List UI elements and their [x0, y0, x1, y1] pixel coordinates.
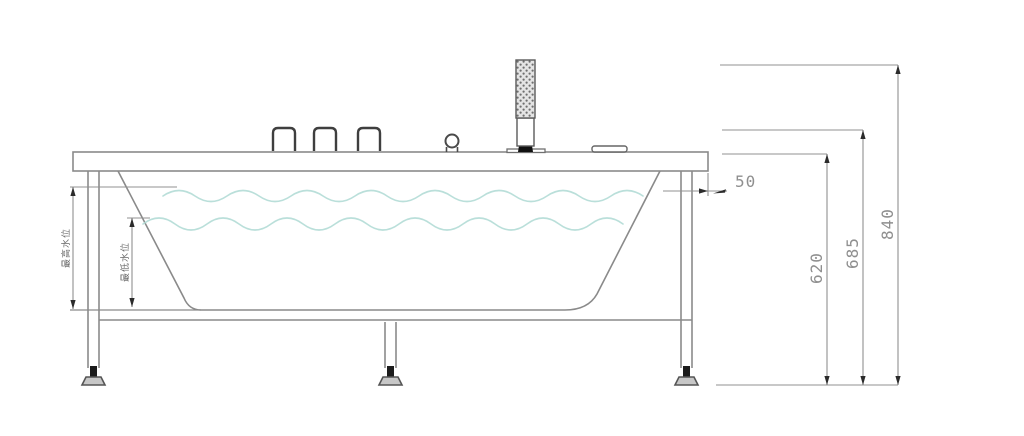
- dimension-lines: [70, 64, 899, 386]
- dim-label-50: 50: [735, 172, 756, 191]
- dimension-arrows: [70, 65, 901, 385]
- left-leg: [87, 171, 100, 368]
- faucet-knob-3: [356, 126, 382, 151]
- faucet-knob-1: [271, 126, 297, 151]
- tub-inner-shell: [117, 170, 661, 311]
- overflow-cover: [591, 145, 628, 153]
- middle-leg: [384, 322, 397, 368]
- left-foot: [80, 366, 107, 386]
- right-leg: [680, 171, 693, 368]
- low-water-level-label: 最低水位: [119, 242, 131, 282]
- dim-label-620: 620: [807, 252, 826, 284]
- hand-shower-handle: [516, 117, 535, 147]
- dim-label-685: 685: [843, 237, 862, 269]
- middle-foot: [377, 366, 404, 386]
- deck-fixtures: [271, 59, 628, 154]
- deck-slab: [72, 151, 709, 172]
- faucet-knob-2: [312, 126, 338, 151]
- round-knob: [444, 133, 460, 152]
- hand-shower: [506, 59, 546, 154]
- high-water-level-label: 最高水位: [60, 228, 72, 268]
- hand-shower-mount: [518, 145, 533, 152]
- hand-shower-head: [515, 59, 536, 119]
- low-water-wave: [142, 217, 624, 231]
- high-water-wave: [162, 189, 644, 203]
- tub-structure: [70, 151, 709, 386]
- dim-label-840: 840: [878, 208, 897, 240]
- water-level-waves: [142, 189, 644, 231]
- dimension-labels: 50 620 685 840 最高水位 最低水位: [60, 172, 897, 284]
- right-foot: [673, 366, 700, 386]
